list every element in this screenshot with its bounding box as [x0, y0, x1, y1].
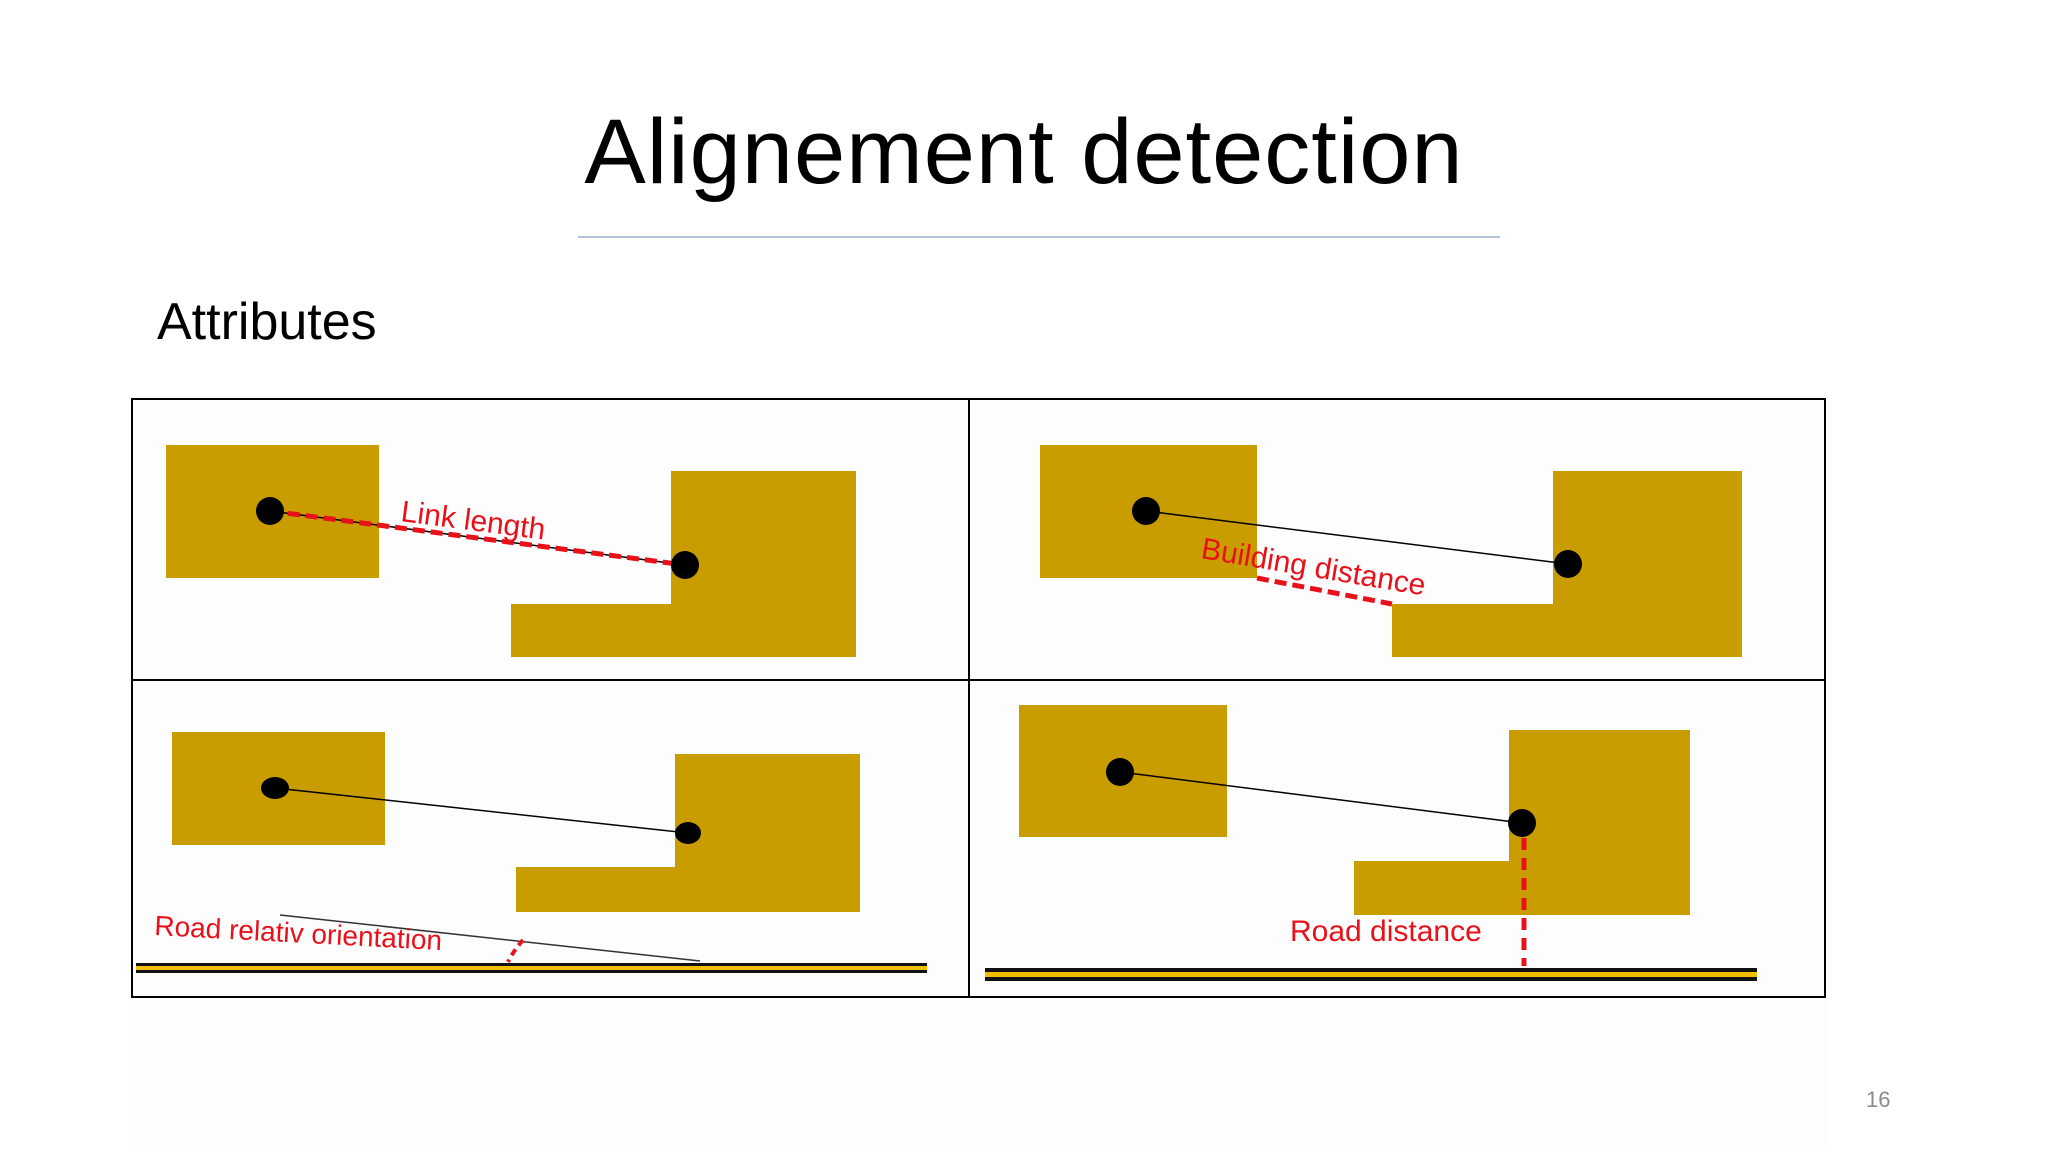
- centroid-right: [1508, 809, 1536, 837]
- centroid-left: [256, 497, 284, 525]
- title-divider: [578, 236, 1500, 238]
- link-length-dashed-line: [269, 508, 686, 568]
- centroid-right: [1554, 550, 1582, 578]
- grid-outer-border: [131, 398, 1826, 998]
- road-centerline: [985, 972, 1757, 977]
- centroid-right: [675, 822, 701, 844]
- centroid-right: [671, 551, 699, 579]
- building-distance-dashed-line: [1256, 575, 1393, 607]
- link-line: [1145, 510, 1569, 565]
- road-distance-label: Road distance: [1290, 915, 1482, 948]
- panel-link-length: Link length: [166, 445, 856, 657]
- orientation-reference-line: [279, 914, 701, 962]
- panel-road-distance: Road distance: [985, 705, 1757, 981]
- panel-building-distance: Building distance: [1040, 445, 1742, 657]
- link-line: [1119, 771, 1523, 824]
- centroid-left: [1106, 758, 1134, 786]
- page-number: 16: [1866, 1087, 1891, 1112]
- link-line: [274, 787, 689, 834]
- centroid-left: [261, 777, 289, 799]
- panel-road-relative-orientation: Road relativ orientation: [136, 732, 927, 973]
- slide-title: Alignement detection: [584, 101, 1464, 203]
- road-centerline: [136, 966, 927, 970]
- centroid-left: [1132, 497, 1160, 525]
- figure-grid: [131, 398, 1826, 998]
- section-subtitle: Attributes: [157, 293, 377, 351]
- orientation-angle-arc: [506, 938, 525, 963]
